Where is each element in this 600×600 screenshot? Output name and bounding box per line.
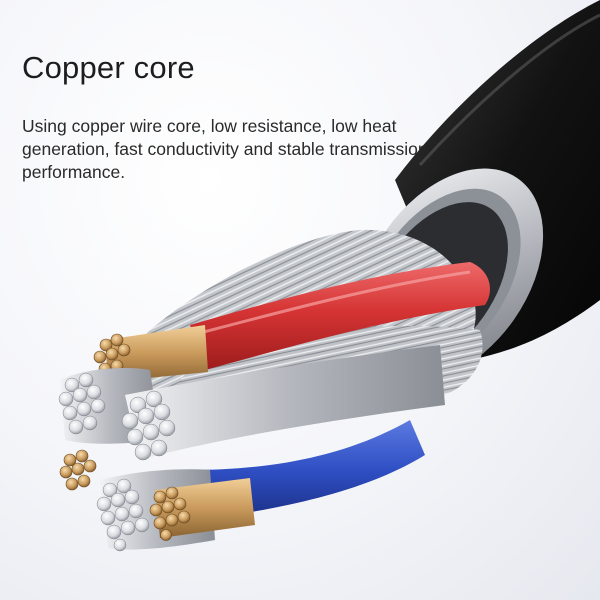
- description-text: Using copper wire core, low resistance, …: [22, 116, 428, 182]
- red-wire: [190, 262, 490, 370]
- copper-strands-left: [59, 449, 97, 491]
- headline: Copper core: [22, 50, 195, 85]
- copper-strands-bottom: [149, 478, 255, 541]
- silver-strands-middle: [121, 345, 445, 461]
